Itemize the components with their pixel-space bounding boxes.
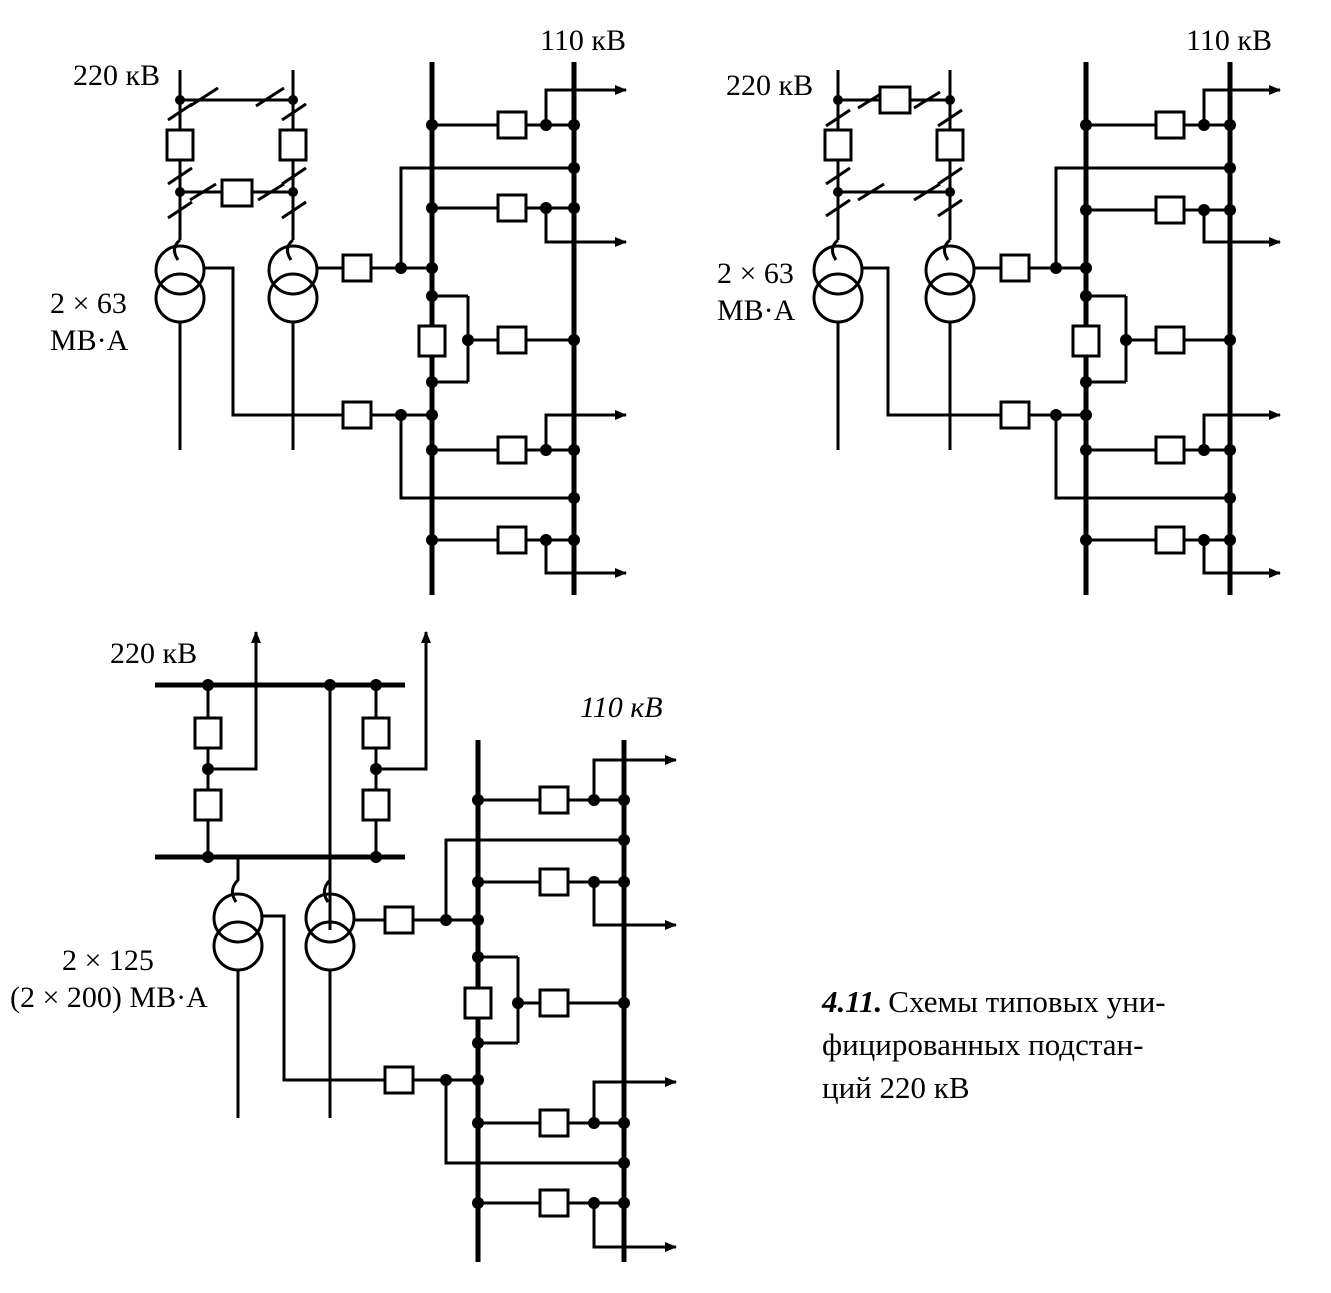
- feeder-1: [426, 85, 627, 140]
- transformer-1: [212, 857, 385, 1118]
- breaker: [361, 788, 391, 822]
- transformer-rating-label: 2 × 63: [717, 257, 794, 290]
- feeder-2: [1080, 195, 1281, 247]
- transformer-2: [304, 878, 385, 1118]
- breaker: [220, 178, 254, 208]
- breaker: [193, 788, 223, 822]
- hv-voltage-label: 220 кВ: [73, 59, 160, 92]
- transformer-rating-unit: МВ·А: [50, 324, 129, 357]
- hv-line-outgoing-2: [376, 631, 431, 771]
- diagram-c: 220 кВ 110 кВ 2 × 125 (2 × 200) МВ·А: [10, 631, 677, 1262]
- feeder-3: [426, 410, 627, 465]
- hv-bridge-scheme: [165, 70, 308, 240]
- breaker: [383, 905, 415, 935]
- disconnector-marks: [167, 86, 307, 220]
- hv-double-bus-scheme: [155, 631, 431, 930]
- breaker: [935, 128, 965, 162]
- breaker: [341, 400, 373, 430]
- transformer-rating-unit: МВ·А: [717, 294, 796, 327]
- breaker: [341, 253, 373, 283]
- transformer-rating-label: 2 × 125: [62, 944, 154, 977]
- feeder-2: [472, 867, 677, 930]
- feeder-3: [1080, 410, 1281, 465]
- breaker: [878, 85, 912, 115]
- breaker: [278, 128, 308, 162]
- feeder-1: [472, 755, 677, 815]
- feeder-4: [426, 525, 627, 578]
- breaker: [361, 716, 391, 750]
- breaker: [999, 253, 1031, 283]
- transformer-2: [267, 238, 355, 450]
- figure-number: 4.11.: [821, 984, 882, 1019]
- feeder-2: [426, 193, 627, 247]
- transformer-rating-unit: (2 × 200) МВ·А: [10, 981, 208, 1014]
- caption-text-1: Схемы типовых уни-: [888, 984, 1165, 1019]
- caption-line-3: ций 220 кВ: [822, 1070, 970, 1105]
- transformer-1: [812, 238, 1003, 450]
- caption-line-2: фицированных подстан-: [822, 1027, 1143, 1062]
- lv-110kv-switchgear: [383, 740, 677, 1262]
- feeder-3: [472, 1077, 677, 1138]
- lv-voltage-label: 110 кВ: [1186, 24, 1272, 57]
- transformer-2: [924, 238, 1003, 450]
- hv-voltage-label: 220 кВ: [726, 69, 813, 102]
- breaker: [383, 1065, 415, 1095]
- lv-voltage-label: 110 кВ: [540, 24, 626, 57]
- transformer-rating-label: 2 × 63: [50, 287, 127, 320]
- bus-coupler: [1071, 290, 1236, 388]
- figure-caption: 4.11.Схемы типовых уни- фицированных под…: [821, 984, 1166, 1105]
- breaker: [193, 716, 223, 750]
- diagram-b: 220 кВ 110 кВ 2 × 63 МВ·А: [717, 24, 1281, 595]
- disconnector-marks: [825, 90, 963, 218]
- breaker: [823, 128, 853, 162]
- hv-line-outgoing-1: [208, 631, 261, 771]
- lv-110kv-switchgear: [999, 62, 1281, 595]
- lv-110kv-switchgear: [341, 62, 627, 595]
- hv-bridge-scheme: [823, 70, 965, 240]
- feeder-4: [1080, 525, 1281, 578]
- hv-voltage-label: 220 кВ: [110, 637, 197, 670]
- bus-coupler: [417, 290, 580, 388]
- transformer-1: [154, 238, 355, 450]
- caption-line-1: 4.11.Схемы типовых уни-: [821, 984, 1166, 1019]
- bus-coupler: [463, 951, 630, 1049]
- breaker: [999, 400, 1031, 430]
- diagram-a: 220 кВ 110 кВ 2 × 63 МВ·А: [50, 24, 627, 595]
- lv-voltage-label: 110 кВ: [580, 691, 663, 724]
- feeder-1: [1080, 85, 1281, 140]
- breaker: [165, 128, 195, 162]
- feeder-4: [472, 1188, 677, 1252]
